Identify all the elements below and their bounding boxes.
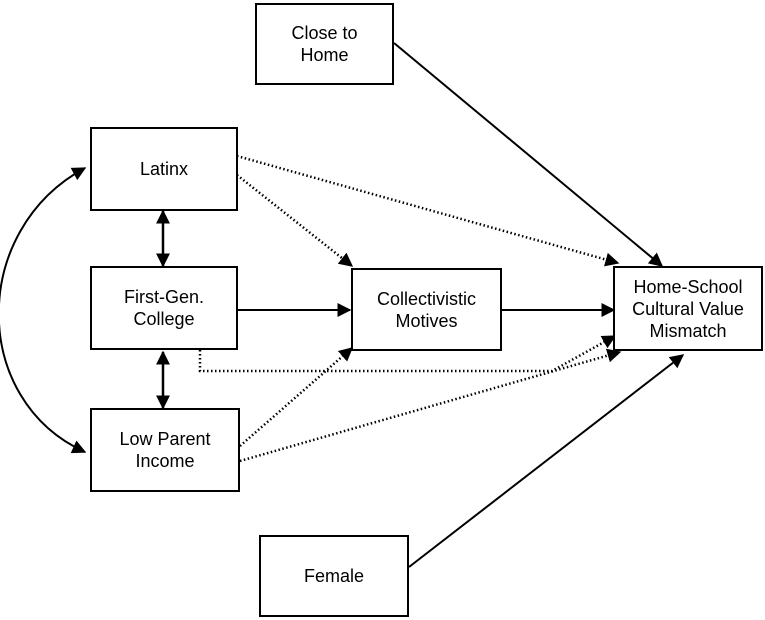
node-close-to-home-label: Close to Home xyxy=(291,23,358,65)
node-collectivistic-motives: Collectivistic Motives xyxy=(351,268,502,351)
node-close-to-home: Close to Home xyxy=(255,3,394,85)
edge-latinx-to-collectivistic xyxy=(236,174,354,267)
node-low-parent-income-label: Low Parent Income xyxy=(119,429,211,471)
edge-latinx-low-income xyxy=(0,167,87,454)
node-latinx: Latinx xyxy=(90,127,238,211)
node-home-school-mismatch: Home-School Cultural Value Mismatch xyxy=(613,266,763,351)
edge-close-to-home-to-mismatch xyxy=(393,42,664,267)
node-home-school-mismatch-label: Home-School Cultural Value Mismatch xyxy=(632,276,744,341)
edge-female-to-mismatch xyxy=(408,354,685,568)
node-collectivistic-motives-label: Collectivistic Motives xyxy=(376,288,477,331)
node-first-gen-college-label: First-Gen. College xyxy=(123,287,204,329)
edge-low-income-to-collectivistic xyxy=(239,347,354,447)
node-female: Female xyxy=(259,535,409,617)
node-low-parent-income: Low Parent Income xyxy=(90,408,240,492)
node-first-gen-college: First-Gen. College xyxy=(90,266,238,350)
edge-latinx-to-mismatch xyxy=(236,154,620,267)
edge-low-income-to-mismatch xyxy=(239,348,622,463)
node-female-label: Female xyxy=(303,566,365,586)
edge-first-gen-to-mismatch xyxy=(198,334,617,373)
node-latinx-label: Latinx xyxy=(139,159,189,179)
